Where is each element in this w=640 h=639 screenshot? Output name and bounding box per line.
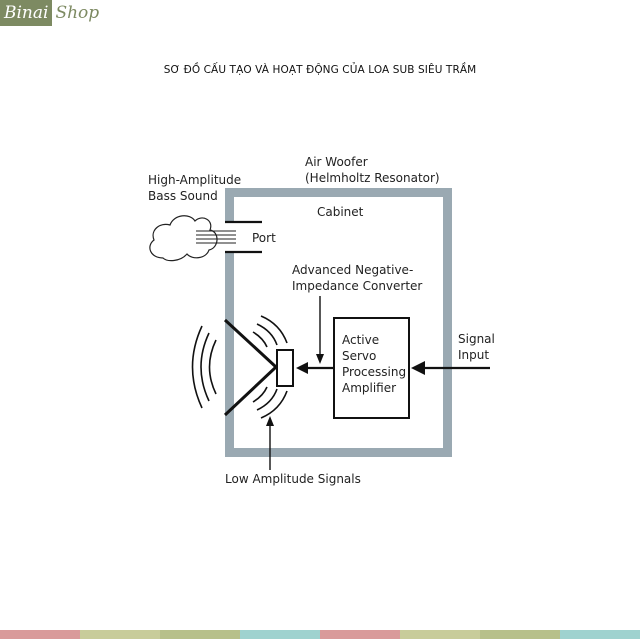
label-amp-line4: Amplifier — [342, 381, 396, 395]
stripe-segment — [160, 630, 240, 639]
cabinet-wall-left-upper — [225, 188, 234, 221]
brand-logo: Binai Shop — [0, 0, 99, 26]
arrow-amp-to-coil — [296, 362, 334, 374]
label-amp-line3: Processing — [342, 365, 406, 379]
arrow-converter — [316, 296, 324, 364]
speaker-voice-coil — [276, 349, 294, 387]
label-signal-line2: Input — [458, 348, 489, 362]
label-bass-line2: Bass Sound — [148, 189, 218, 203]
stripe-segment — [560, 630, 640, 639]
logo-shop: Shop — [55, 3, 100, 23]
cabinet-wall-top — [225, 188, 452, 197]
sound-waves-lower — [252, 386, 288, 419]
label-amp-line2: Servo — [342, 349, 376, 363]
logo-binai: Binai — [0, 0, 53, 26]
stripe-segment — [80, 630, 160, 639]
label-converter-line2: Impedance Converter — [292, 279, 422, 293]
stripe-segment — [240, 630, 320, 639]
cabinet-wall-left-lower — [225, 252, 234, 457]
label-low-amplitude: Low Amplitude Signals — [225, 472, 361, 486]
arrow-low-amplitude — [266, 416, 274, 470]
sound-waves-upper — [252, 315, 288, 348]
amplifier-box — [333, 317, 410, 419]
stripe-segment — [320, 630, 400, 639]
label-bass-line1: High-Amplitude — [148, 173, 241, 187]
label-signal-line1: Signal — [458, 332, 495, 346]
arrow-signal-input — [411, 361, 490, 375]
label-amp-line1: Active — [342, 333, 379, 347]
cabinet-wall-bottom — [225, 448, 452, 457]
stripe-segment — [0, 630, 80, 639]
bass-sound-cloud — [149, 215, 218, 262]
label-air-woofer-line2: (Helmholtz Resonator) — [305, 171, 440, 185]
air-flow-lines — [196, 230, 236, 244]
label-air-woofer-line1: Air Woofer — [305, 155, 368, 169]
sound-waves-left — [191, 325, 217, 409]
label-cabinet: Cabinet — [317, 205, 364, 219]
stripe-segment — [400, 630, 480, 639]
footer-color-stripe — [0, 630, 640, 639]
speaker-cone — [223, 318, 278, 417]
stripe-segment — [480, 630, 560, 639]
port-tube — [225, 220, 262, 254]
label-converter-line1: Advanced Negative- — [292, 263, 413, 277]
cabinet-wall-right — [443, 188, 452, 457]
cabinet-frame — [225, 188, 452, 457]
label-port: Port — [252, 231, 276, 245]
diagram-title: SƠ ĐỒ CẤU TẠO VÀ HOẠT ĐỘNG CỦA LOA SUB S… — [163, 64, 477, 76]
